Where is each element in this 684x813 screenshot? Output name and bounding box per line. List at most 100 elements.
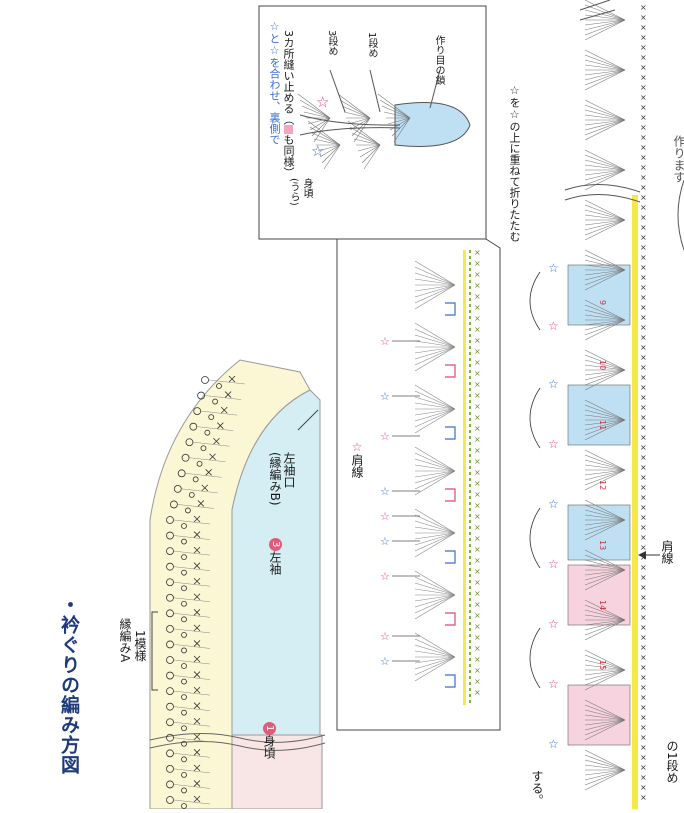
- middle-x: ×: [474, 380, 481, 389]
- right-x: ×: [640, 3, 647, 12]
- right-fan-stroke: [584, 169, 626, 186]
- right-fan-stroke: [584, 154, 626, 171]
- right-fan-stroke: [584, 299, 626, 321]
- right-fans: [584, 0, 626, 791]
- right-fan-stroke: [584, 514, 626, 521]
- right-fan-stroke: [584, 369, 626, 391]
- right-x: ×: [640, 753, 647, 762]
- edging-x-mark: [193, 686, 201, 694]
- right-x: ×: [640, 513, 647, 522]
- right-fan-stroke: [584, 499, 626, 521]
- edging-picot: [177, 469, 186, 478]
- right-x: ×: [640, 163, 647, 172]
- right-fan-stroke: [584, 409, 626, 421]
- right-fan-stroke: [584, 609, 626, 621]
- right-x: ×: [640, 423, 647, 432]
- inset-note-2-tail: も同様）: [282, 134, 295, 178]
- inset-fan-stroke: [317, 144, 341, 152]
- right-x: ×: [640, 273, 647, 282]
- right-fan-stroke: [584, 254, 626, 271]
- inset-body-back-2-wrap: (うら): [287, 178, 299, 206]
- edging-stitch-line: [173, 597, 211, 603]
- right-fan-stroke: [584, 49, 626, 71]
- right-x: ×: [640, 463, 647, 472]
- right-chart-number: 9: [598, 300, 607, 305]
- middle-x: ×: [474, 611, 481, 620]
- right-fan-stroke: [584, 219, 626, 226]
- middle-fan-stroke: [414, 346, 456, 366]
- right-fan-stroke: [584, 419, 626, 436]
- middle-yellow-line: [463, 250, 466, 705]
- middle-fan-stroke: [414, 408, 456, 416]
- sleeve-text: 左袖: [268, 551, 282, 575]
- middle-loop: [445, 550, 456, 564]
- inset-fan-stroke: [337, 93, 371, 119]
- right-fan-stroke: [584, 714, 626, 721]
- edging-x-mark: [193, 780, 201, 787]
- right-fan-stroke: [584, 364, 626, 371]
- edging-picot: [166, 624, 174, 633]
- right-fan-stroke: [584, 309, 626, 321]
- right-x: ×: [640, 93, 647, 102]
- edging-picot: [166, 531, 174, 540]
- inset-fan-stroke: [343, 111, 371, 119]
- right-x: ×: [640, 243, 647, 252]
- right-fan-stroke: [584, 19, 626, 31]
- right-x: ×: [640, 433, 647, 442]
- edging-stitch-line: [177, 504, 214, 509]
- edging-stitch-line: [189, 457, 226, 463]
- shoulder-main-label: 肩線: [660, 540, 674, 564]
- edging-x-mark: [197, 500, 205, 507]
- middle-x: ×: [474, 270, 481, 279]
- shoulder-inset-label: ☆肩線: [350, 440, 364, 478]
- edging-picot: [193, 407, 202, 416]
- right-fan-stroke: [584, 69, 626, 91]
- middle-chart: ☆☆☆☆☆☆☆☆☆ ××××××××××××××××××××××××××××××…: [380, 248, 481, 705]
- edging-picot: [166, 671, 174, 680]
- edging-picot: [181, 756, 187, 763]
- body-area: [231, 734, 323, 810]
- middle-fan-stroke: [414, 284, 456, 298]
- right-fan-stroke: [584, 604, 626, 621]
- right-fan-stroke: [584, 569, 626, 586]
- right-fan-stroke: [584, 404, 626, 421]
- inset-fan-stroke: [387, 117, 411, 125]
- middle-x: ×: [474, 457, 481, 466]
- middle-fan-stroke: [414, 588, 456, 596]
- middle-x: ×: [474, 468, 481, 477]
- middle-fan-stroke: [414, 402, 456, 410]
- right-fan-stroke: [584, 119, 626, 136]
- right-fan-stroke: [584, 99, 626, 121]
- cuff-label: 左袖口: [282, 452, 296, 488]
- edging-picot: [166, 687, 174, 696]
- right-edge-arc: [677, 179, 684, 251]
- right-fan-stroke: [584, 219, 626, 231]
- right-x: ×: [640, 713, 647, 722]
- right-fan-stroke: [584, 0, 626, 21]
- edging-picot: [189, 422, 198, 431]
- right-fan-stroke: [584, 449, 626, 471]
- right-fan-stroke: [584, 519, 626, 526]
- middle-fan-stroke: [414, 464, 456, 472]
- inset-body-back-2: (うら): [288, 178, 299, 206]
- right-fan-stroke: [584, 504, 626, 521]
- middle-x: ×: [474, 578, 481, 587]
- edging-stitch-line: [205, 395, 242, 400]
- right-x: ×: [640, 563, 647, 572]
- right-fan-stroke: [584, 419, 626, 431]
- right-fan-stroke: [584, 654, 626, 671]
- right-x: ×: [640, 603, 647, 612]
- page-title: ・衿ぐりの編み方図: [58, 595, 80, 775]
- inset-fan-stroke: [359, 144, 381, 158]
- body-number: 1: [263, 722, 276, 735]
- right-x: ×: [640, 293, 647, 302]
- middle-fan-stroke: [414, 284, 456, 304]
- middle-fan-stroke: [414, 470, 456, 496]
- middle-fan-stroke: [414, 452, 456, 472]
- right-fan-stroke: [584, 469, 626, 491]
- inset-fan-stroke: [383, 111, 411, 119]
- right-fan-stroke: [584, 719, 626, 731]
- edging-picot: [181, 585, 187, 592]
- edging-picot: [196, 460, 203, 467]
